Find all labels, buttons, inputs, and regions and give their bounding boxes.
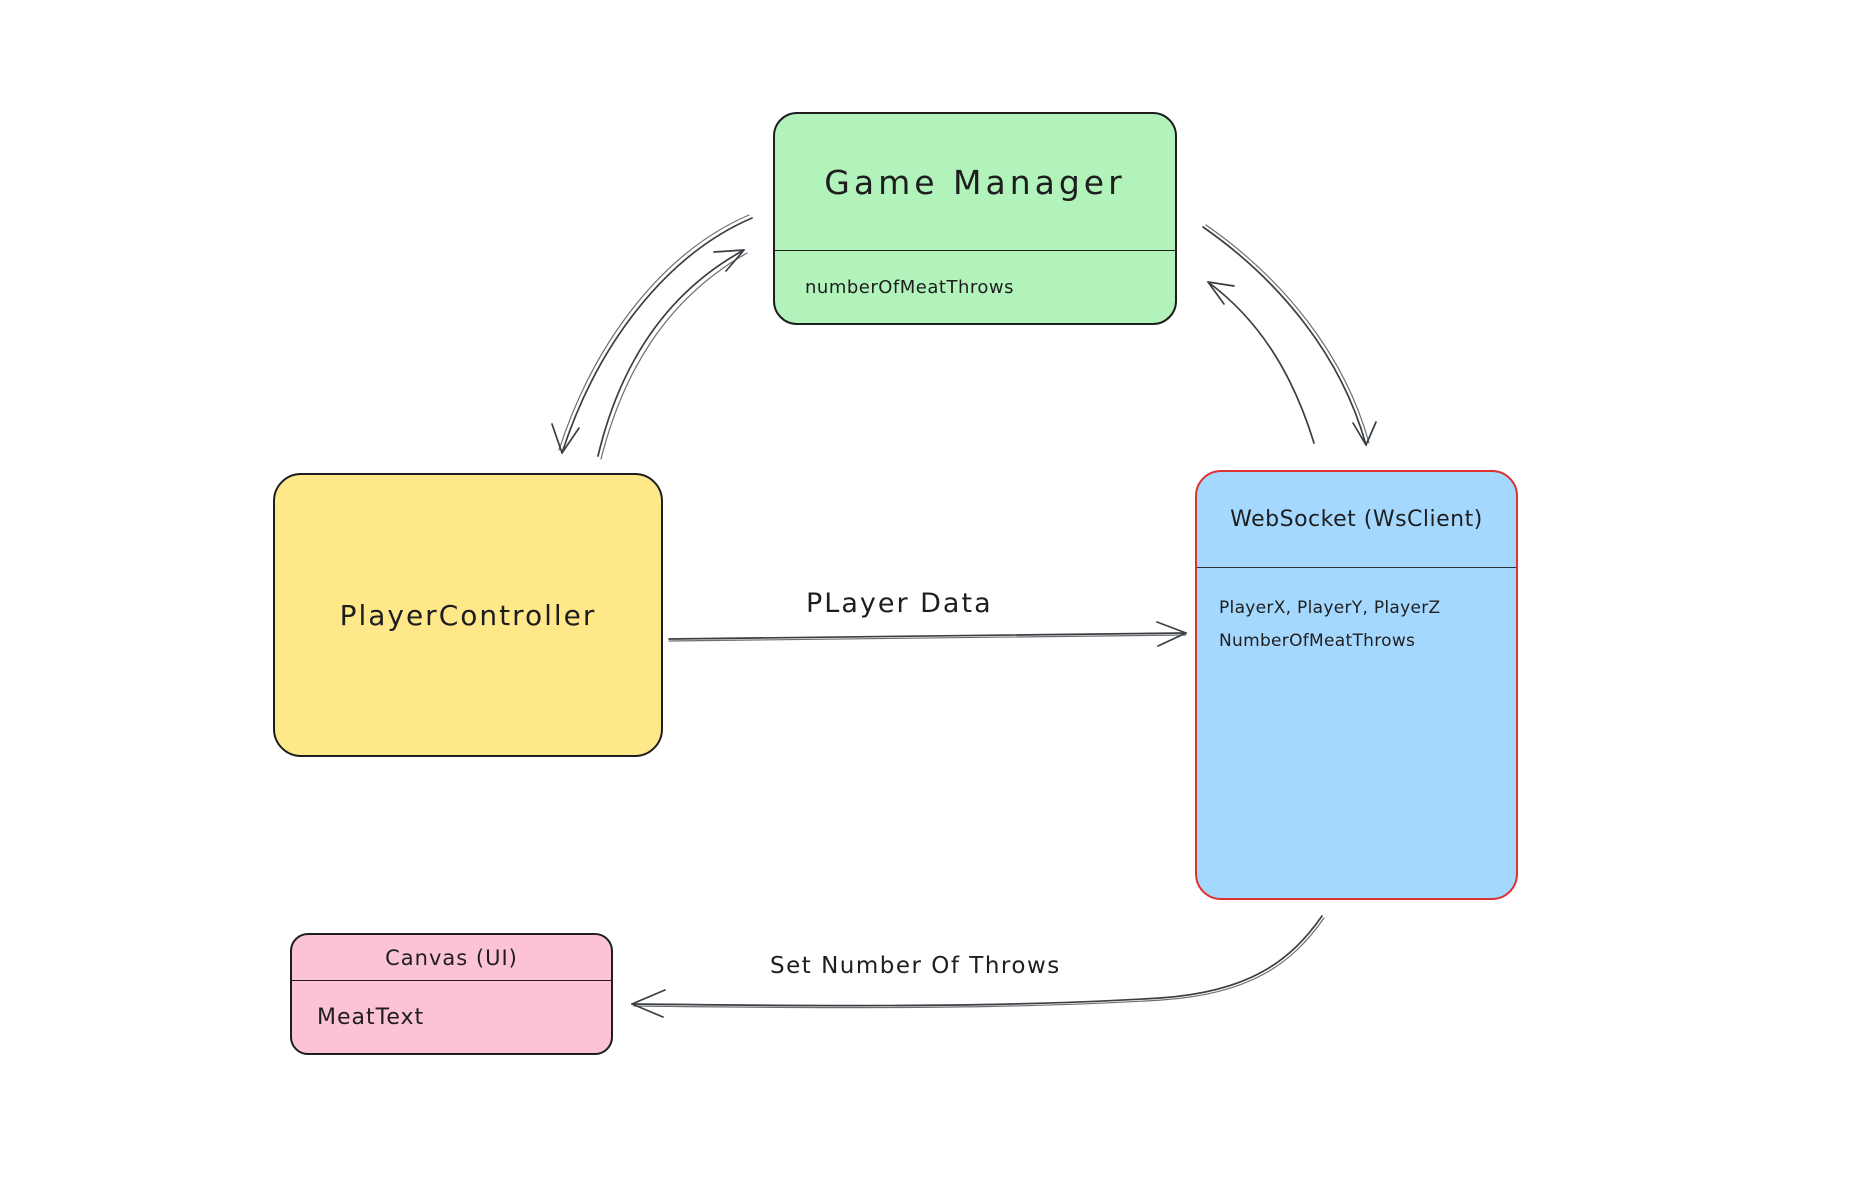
- player-controller-title: PlayerController: [339, 598, 597, 632]
- websocket-field-player-xyz: PlayerX, PlayerY, PlayerZ: [1219, 598, 1441, 618]
- arrow-playercontroller-to-gamemanager: [597, 249, 748, 460]
- canvas-ui-field-meattext: MeatText: [292, 980, 611, 1053]
- canvas-ui-title: Canvas (UI): [385, 945, 518, 970]
- game-manager-field: numberOfMeatThrows: [775, 250, 1175, 323]
- edge-label-set-number-of-throws: Set Number Of Throws: [770, 953, 1061, 979]
- arrow-websocket-to-gamemanager: [1207, 281, 1315, 444]
- websocket-field-number-of-meat-throws: NumberOfMeatThrows: [1219, 631, 1416, 651]
- arrow-player-data: [668, 621, 1187, 647]
- game-manager-node: Game Manager numberOfMeatThrows: [773, 112, 1177, 325]
- canvas-ui-node: Canvas (UI) MeatText: [290, 933, 613, 1055]
- player-controller-node: PlayerController: [273, 473, 663, 757]
- edge-label-player-data: PLayer Data: [806, 588, 993, 619]
- game-manager-title: Game Manager: [824, 162, 1126, 202]
- websocket-node: WebSocket (WsClient) PlayerX, PlayerY, P…: [1195, 470, 1518, 900]
- arrow-gamemanager-to-websocket: [1202, 224, 1377, 446]
- arrow-gamemanager-to-playercontroller: [551, 214, 753, 454]
- websocket-fields: PlayerX, PlayerY, PlayerZ NumberOfMeatTh…: [1197, 567, 1516, 898]
- websocket-title: WebSocket (WsClient): [1230, 507, 1483, 532]
